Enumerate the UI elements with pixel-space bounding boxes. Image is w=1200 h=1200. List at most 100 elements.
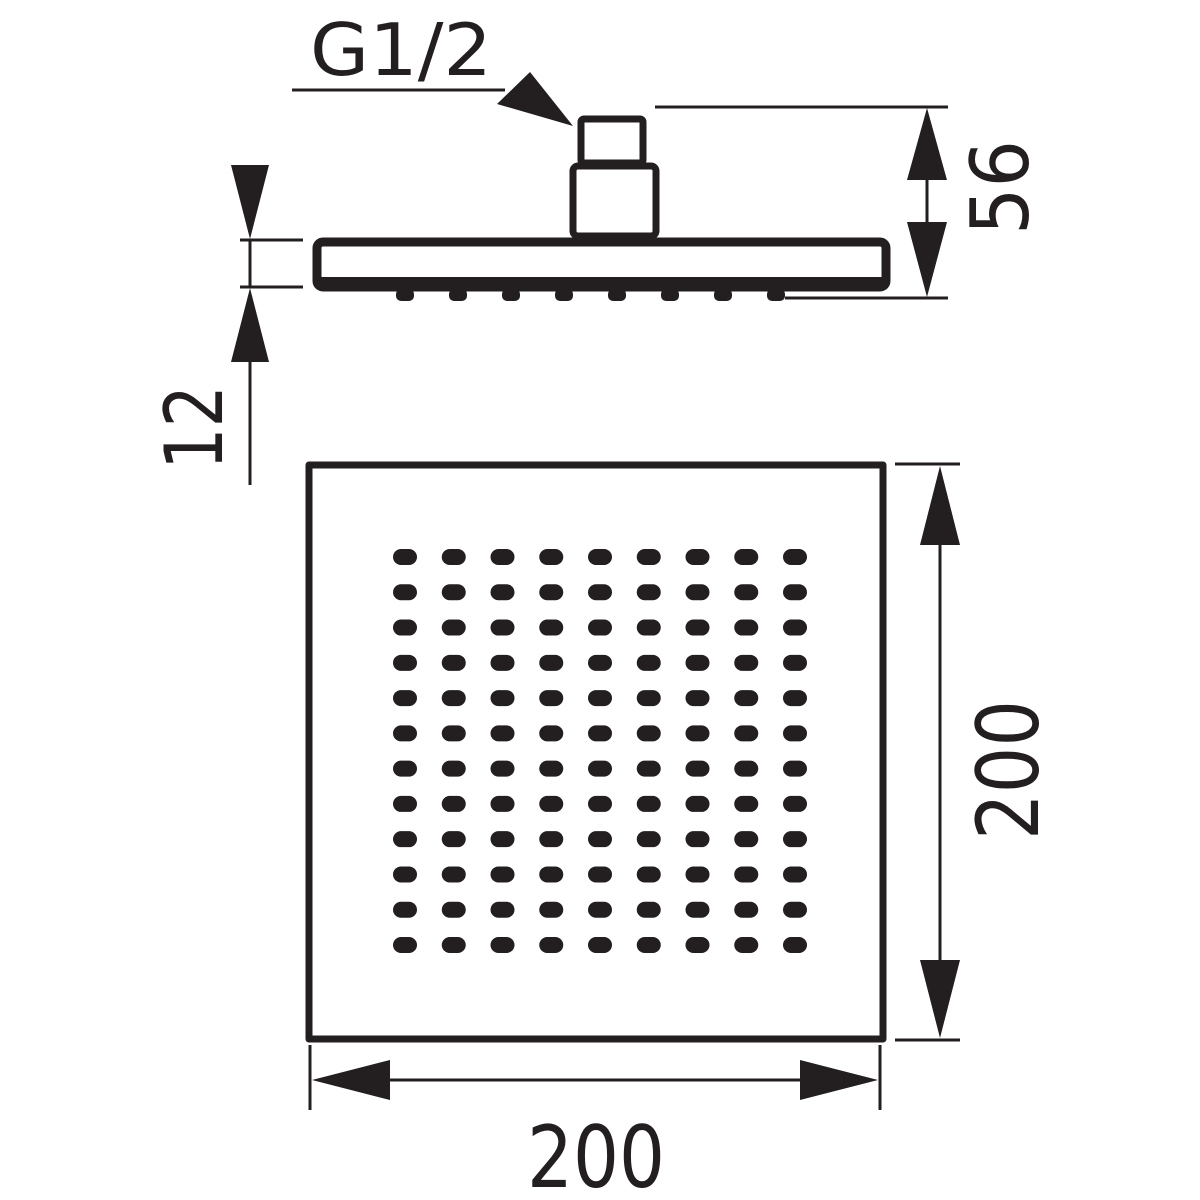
nozzle-hole	[490, 690, 515, 707]
nozzle-hole	[783, 831, 807, 848]
nozzle-hole	[441, 549, 466, 565]
side-nozzle	[396, 289, 414, 301]
arrow-right-icon	[800, 1060, 878, 1100]
nozzle-hole	[539, 690, 564, 707]
nozzle-hole	[783, 937, 807, 953]
nozzle-hole	[685, 690, 710, 707]
nozzle-hole	[734, 690, 759, 707]
nozzle-hole	[441, 831, 466, 848]
connector-nipple	[569, 115, 660, 240]
nozzle-hole	[734, 619, 759, 636]
nozzle-hole	[539, 584, 564, 601]
nozzle-hole	[734, 866, 759, 883]
nozzle-hole	[783, 725, 807, 742]
nozzle-hole	[393, 549, 417, 565]
nozzle-hole	[685, 549, 710, 565]
nozzle-hole	[393, 866, 417, 883]
nozzle-hole	[734, 937, 759, 953]
nozzle-hole	[783, 690, 807, 707]
side-view-plate	[312, 237, 891, 292]
nozzle-hole	[539, 619, 564, 636]
nozzle-hole	[783, 901, 807, 918]
arrow-left-icon	[312, 1060, 390, 1100]
nozzle-hole	[441, 760, 466, 777]
side-nozzles	[396, 289, 785, 301]
nozzle-hole	[636, 795, 661, 812]
arrowheads	[231, 72, 960, 1100]
side-nozzle	[608, 289, 626, 301]
side-nozzle	[661, 289, 679, 301]
nozzle-hole	[490, 654, 515, 671]
nozzle-hole	[734, 549, 759, 565]
nozzle-hole	[393, 690, 417, 707]
nozzle-hole	[588, 937, 612, 953]
nozzle-hole	[685, 866, 710, 883]
nozzle-hole	[734, 760, 759, 777]
arrow-up-icon	[920, 466, 960, 545]
nozzle-hole	[636, 619, 661, 636]
width-dimension-label: 200	[527, 1108, 665, 1200]
dimension-lines	[240, 88, 960, 1110]
nozzle-hole	[393, 725, 417, 742]
nozzle-grid	[393, 549, 807, 953]
nozzle-hole	[393, 760, 417, 777]
side-nozzle	[767, 289, 785, 301]
nozzle-hole	[783, 549, 807, 565]
arrow-up-icon	[231, 288, 269, 362]
nozzle-hole	[441, 654, 466, 671]
nozzle-hole	[539, 795, 564, 812]
nozzle-hole	[588, 725, 612, 742]
nozzle-hole	[441, 795, 466, 812]
nozzle-hole	[734, 831, 759, 848]
nozzle-hole	[685, 831, 710, 848]
nozzle-hole	[490, 760, 515, 777]
nozzle-hole	[539, 760, 564, 777]
nozzle-hole	[539, 901, 564, 918]
nozzle-hole	[539, 549, 564, 565]
nozzle-hole	[539, 654, 564, 671]
nozzle-hole	[636, 831, 661, 848]
nozzle-hole	[783, 866, 807, 883]
nozzle-hole	[588, 760, 612, 777]
height-dimension-label: 56	[954, 140, 1047, 235]
nozzle-hole	[441, 866, 466, 883]
nozzle-hole	[490, 795, 515, 812]
nozzle-hole	[685, 584, 710, 601]
nozzle-hole	[783, 760, 807, 777]
nozzle-hole	[734, 725, 759, 742]
nozzle-hole	[685, 937, 710, 953]
nozzle-hole	[490, 831, 515, 848]
nozzle-hole	[490, 866, 515, 883]
nozzle-hole	[393, 937, 417, 953]
thickness-dimension-label: 12	[148, 385, 241, 470]
thread-label: G1/2	[310, 8, 492, 92]
nozzle-hole	[783, 795, 807, 812]
nozzle-hole	[734, 654, 759, 671]
nozzle-hole	[685, 725, 710, 742]
nozzle-hole	[490, 937, 515, 953]
nozzle-hole	[588, 690, 612, 707]
side-nozzle	[449, 289, 467, 301]
nozzle-hole	[685, 795, 710, 812]
thread-arrow-icon	[497, 72, 573, 126]
nozzle-hole	[783, 584, 807, 601]
nozzle-hole	[393, 619, 417, 636]
nozzle-hole	[636, 866, 661, 883]
nozzle-hole	[441, 937, 466, 953]
nozzle-hole	[636, 760, 661, 777]
nozzle-hole	[441, 619, 466, 636]
nozzle-hole	[588, 901, 612, 918]
arrow-down-icon	[907, 222, 947, 297]
arrow-down-icon	[920, 960, 960, 1038]
arrow-up-icon	[907, 108, 947, 180]
nozzle-hole	[685, 760, 710, 777]
nozzle-hole	[588, 866, 612, 883]
side-nozzle	[502, 289, 520, 301]
nozzle-hole	[636, 725, 661, 742]
nozzle-hole	[783, 619, 807, 636]
nozzle-hole	[539, 831, 564, 848]
depth-dimension-label: 200	[959, 700, 1059, 840]
nozzle-hole	[588, 654, 612, 671]
nozzle-hole	[588, 549, 612, 565]
nozzle-hole	[539, 866, 564, 883]
